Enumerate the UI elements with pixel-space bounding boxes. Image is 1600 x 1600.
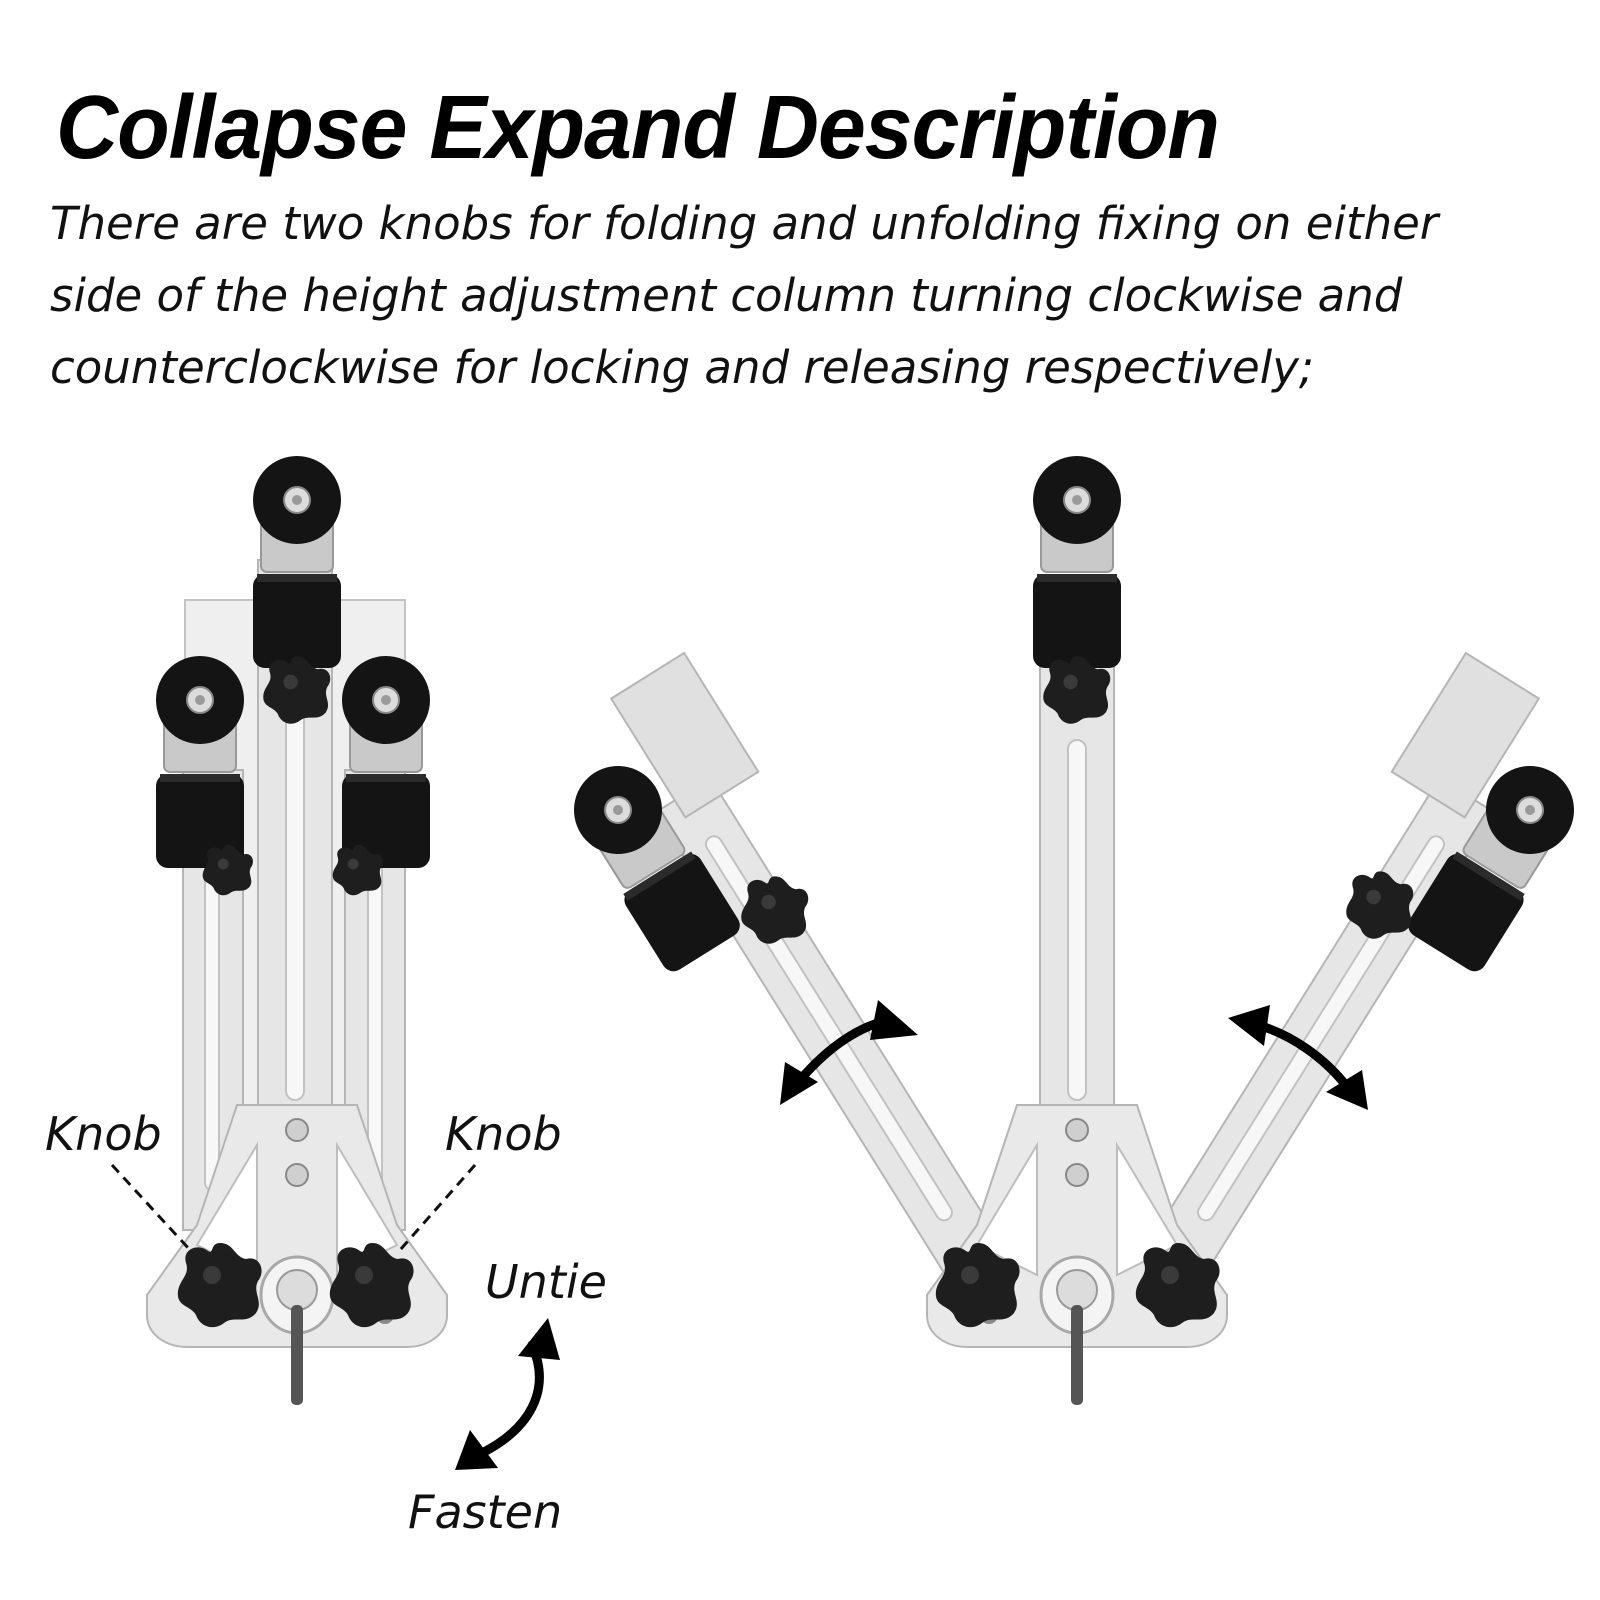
description-line-1: There are two knobs for folding and unfo… — [50, 197, 1439, 250]
description-line-3: counterclockwise for locking and releasi… — [50, 341, 1314, 394]
roller-center-left — [252, 455, 342, 669]
curved-double-arrow-icon — [1228, 1005, 1368, 1110]
curved-double-arrow-icon — [455, 1318, 560, 1470]
leader-line-right — [398, 1164, 477, 1251]
curved-double-arrow-icon — [780, 1000, 918, 1105]
page-title: Collapse Expand Description — [56, 77, 1220, 178]
roller-center-right — [1032, 455, 1122, 669]
roller-right-left — [341, 655, 431, 869]
label-knob-right: Knob — [445, 1107, 562, 1161]
left-tilted-arm — [609, 651, 1009, 1289]
description-line-2: side of the height adjustment column tur… — [50, 269, 1403, 322]
label-fasten: Fasten — [408, 1485, 562, 1539]
roller-left-left — [155, 655, 245, 869]
label-knob-left: Knob — [45, 1107, 162, 1161]
leader-line-left — [110, 1163, 192, 1252]
expanded-assembly — [556, 455, 1592, 1407]
label-untie: Untie — [485, 1255, 607, 1309]
right-tilted-arm — [1141, 651, 1541, 1289]
description: There are two knobs for folding and unfo… — [50, 188, 1560, 404]
collapsed-assembly — [145, 455, 449, 1407]
